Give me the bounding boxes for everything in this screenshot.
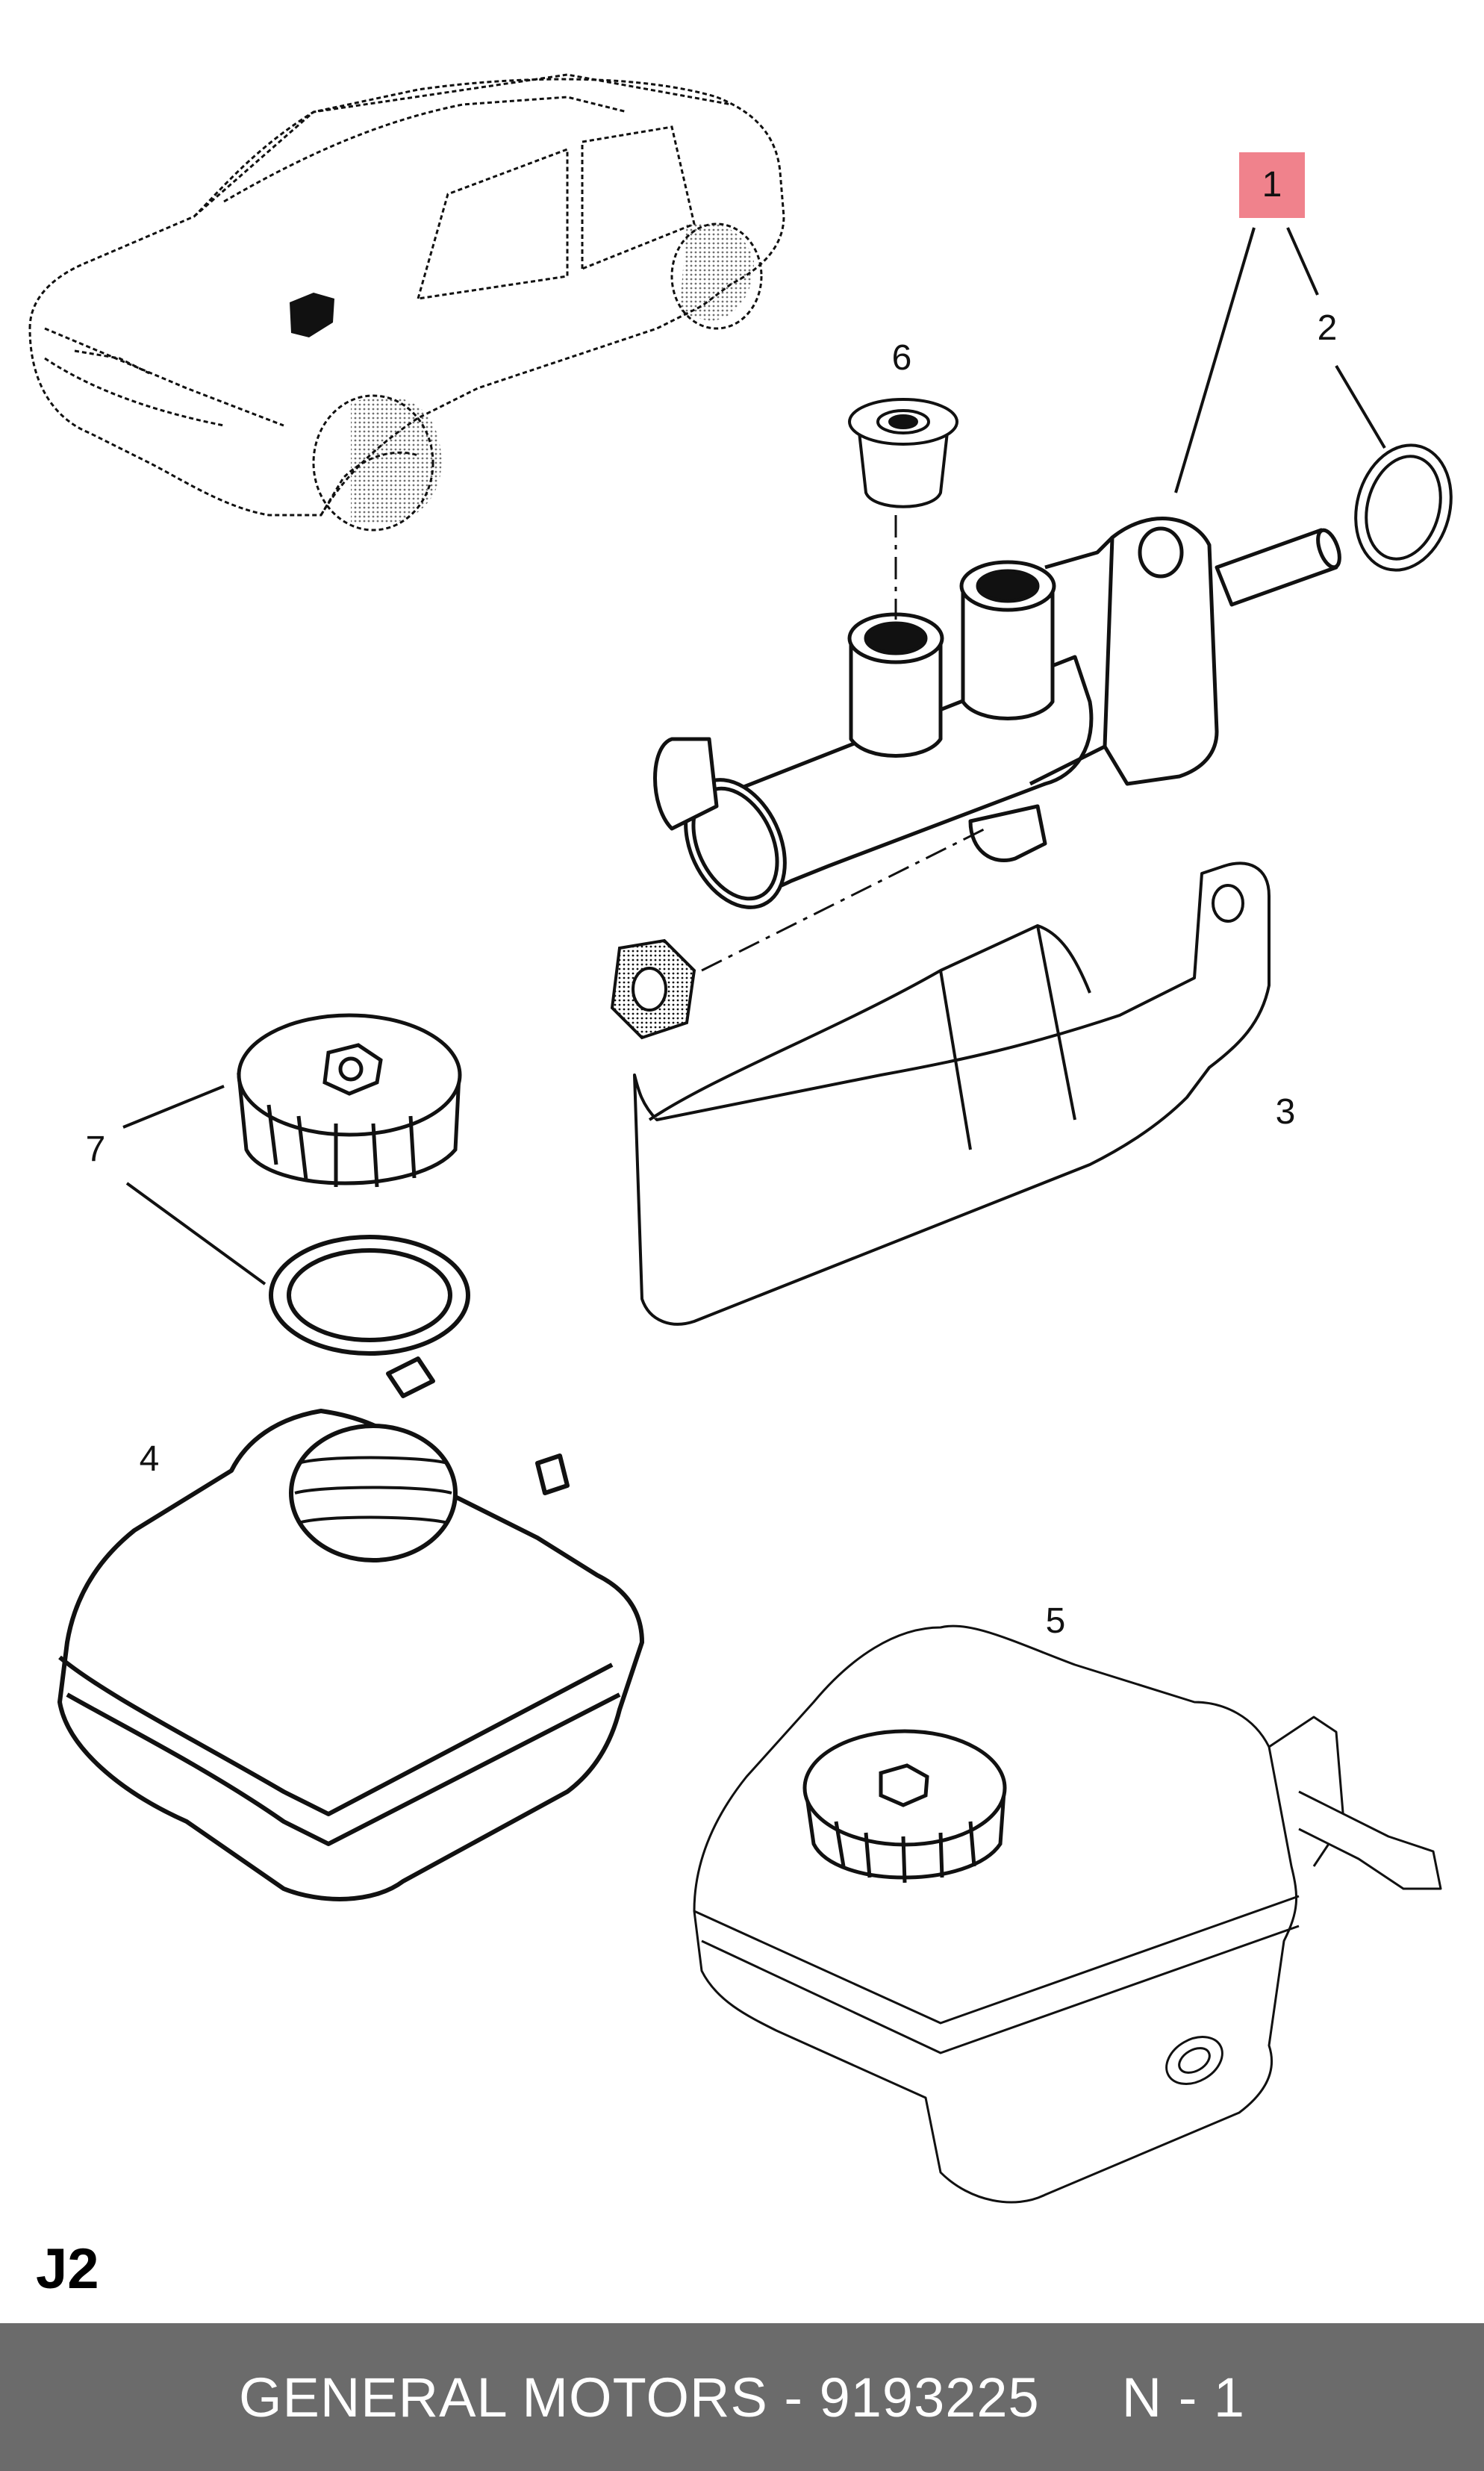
car-outline-shading-rear [679,222,754,321]
leader-lines [122,227,1386,1286]
reservoir-assembly-cap [802,1729,1007,1883]
car-part-location-marker [290,293,334,337]
callout-label: 3 [1275,1092,1296,1132]
callout-label: 5 [1045,1601,1066,1641]
callout-6[interactable]: 6 [892,340,912,376]
callout-1[interactable]: 1 [1239,152,1305,218]
reservoir-assembly-connector [1165,2036,1223,2085]
footer-quantity: N - 1 [1121,2366,1246,2428]
fastener-drawing [610,938,696,1040]
reservoir-assembly-drawing [693,1624,1442,2204]
grommet-drawing [848,398,958,508]
footer-brand-part: GENERAL MOTORS - 9193225 [238,2366,1040,2428]
car-outline-icon [28,73,785,532]
callout-5[interactable]: 5 [1046,1604,1066,1639]
callout-4[interactable]: 4 [140,1442,160,1477]
car-outline-shading [351,396,442,523]
section-code: J2 [36,2237,99,2301]
cap-seal-ring-drawing [269,1235,470,1356]
seal-ring-drawing [1354,443,1453,572]
callout-7[interactable]: 7 [86,1132,106,1168]
fastener-dash-line [701,827,986,972]
callout-label: 1 [1262,165,1282,205]
callout-label: 2 [1317,308,1338,348]
callout-label: 4 [139,1439,160,1479]
callout-3[interactable]: 3 [1276,1094,1296,1130]
callout-label: 7 [85,1129,106,1169]
callout-2[interactable]: 2 [1318,311,1338,346]
heat-shield-drawing [633,861,1271,1326]
callout-label: 6 [891,338,912,378]
footer-bar: GENERAL MOTORS - 9193225 N - 1 [0,2323,1484,2471]
cap-drawing [237,1013,462,1188]
master-cylinder-drawing [653,517,1341,909]
reservoir-body-drawing [57,1356,644,1901]
